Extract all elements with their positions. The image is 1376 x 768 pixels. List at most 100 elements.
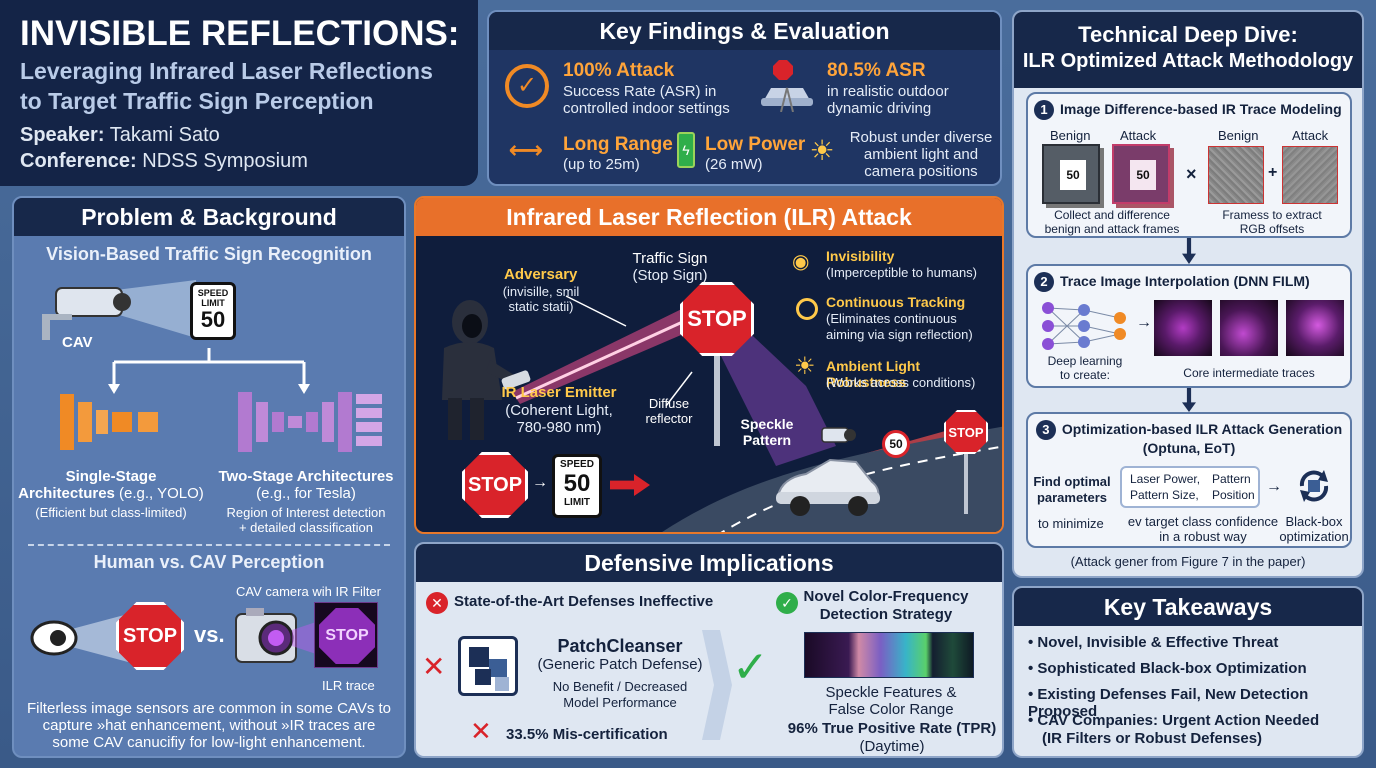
speed-sign-line-1: SPEED xyxy=(197,288,229,298)
finding-attack-text-2: controlled indoor settings xyxy=(563,100,730,117)
neural-network-icon xyxy=(1042,302,1126,350)
adversary-desc-2: static statii) xyxy=(508,299,574,314)
minimize-target-1: ev target class confidence xyxy=(1127,514,1279,529)
finding-robust-text-1: Robust under diverse xyxy=(849,129,993,146)
single-stage-network-icon xyxy=(60,394,158,450)
step-1-caption-1: Collect and difference xyxy=(1054,208,1170,222)
filterless-note-1: Filterless image sensors are common in s… xyxy=(26,700,391,717)
arrow-down-2 xyxy=(1182,388,1196,412)
green-check-mark: ✓ xyxy=(732,643,769,692)
step-3-title-text: Optimization-based ILR Attack Generation xyxy=(1061,421,1343,437)
traffic-sign-sub: (Stop Sign) xyxy=(632,267,708,284)
step-2-title-text: Trace Image Interpolation (DNN FILM) xyxy=(1060,273,1310,289)
two-stage-eg: (e.g., for Tesla) xyxy=(256,485,356,502)
tracking-gauge-icon xyxy=(796,298,818,320)
invisibility-title: Invisibility xyxy=(826,248,895,264)
patch-defense-icon xyxy=(458,636,518,696)
adversary-desc-1: (invisille, smil xyxy=(502,284,580,299)
title-panel: INVISIBLE REFLECTIONS: Leveraging Infrar… xyxy=(0,0,478,186)
bottom-stop-sign: STOP xyxy=(462,452,528,518)
problem-header: Problem & Background xyxy=(14,198,404,236)
patchcleanser-sub: (Generic Patch Defense) xyxy=(537,656,703,673)
battery-icon: ϟ xyxy=(677,132,695,168)
step-2-caption-2: to create: xyxy=(1059,368,1111,382)
takeaway-text: Novel, Invisible & Effective Threat xyxy=(1037,634,1279,651)
speckle-features-2: False Color Range xyxy=(828,701,954,718)
ilr-trace-label: ILR trace xyxy=(322,678,375,693)
dashed-divider xyxy=(28,544,390,546)
single-stage-arch: Architectures xyxy=(18,485,115,502)
traffic-sign-label: Traffic Sign xyxy=(632,250,708,267)
novel-detection-title-1: Novel Color-Frequency xyxy=(803,588,969,605)
step-3-box: 3 Optimization-based ILR Attack Generatio… xyxy=(1026,412,1352,548)
check-circle-icon: ✓ xyxy=(776,592,798,614)
tpr-value: 96% True Positive Rate (TPR) xyxy=(787,720,997,737)
check-circle-icon: ✓ xyxy=(505,64,549,108)
ambient-desc: (Works across conditions) xyxy=(826,375,976,390)
step-1-title-text: Image Difference-based IR Trace Modeling xyxy=(1060,101,1342,117)
speaker-name: Takami Sato xyxy=(109,124,220,146)
defense-panel: Defensive Implications ✕ State-of-the-Ar… xyxy=(414,542,1004,758)
step-2-caption-1: Deep learning xyxy=(1047,354,1123,368)
benign-label-2: Benign xyxy=(1218,128,1259,143)
takeaways-header: Key Takeaways xyxy=(1014,588,1362,626)
patchcleanser-desc-1: No Benefit / Decreased xyxy=(552,679,688,694)
attack-frame-sign: 50 xyxy=(1130,160,1156,190)
speckle-label-1: Speckle xyxy=(740,416,794,432)
finding-attack-text-1: Success Rate (ASR) in xyxy=(563,83,717,100)
conference-name: NDSS Symposium xyxy=(142,150,308,172)
ambient-title: Ambient Light Robustness xyxy=(826,358,921,390)
takeaway-item: • CAV Companies: Urgent Action Needed xyxy=(1028,712,1320,729)
finding-asr-text-1: in realistic outdoor xyxy=(827,83,949,100)
cav-camera-filter-label: CAV camera wih IR Filter xyxy=(236,584,381,599)
deep-dive-header: Technical Deep Dive: ILR Optimized Attac… xyxy=(1014,12,1362,88)
figure-caption: (Attack gener from Figure 7 in the paper… xyxy=(1070,554,1306,569)
step-1-box: 1 Image Difference-based IR Trace Modelin… xyxy=(1026,92,1352,238)
attack-frames: 50 xyxy=(1112,144,1170,204)
spectrum-image xyxy=(804,632,974,678)
takeaway-text: Sophisticated Black-box Optimization xyxy=(1037,660,1307,677)
vision-subheader: Vision-Based Traffic Sign Recognition xyxy=(46,244,372,264)
step-3-title-2: (Optuna, EoT) xyxy=(1142,440,1236,456)
diffuse-label-1: Diffuse xyxy=(648,396,690,411)
road-stop-sign: STOP xyxy=(944,410,988,454)
speckle-features-1: Speckle Features & xyxy=(825,684,957,701)
ilr-attack-panel: Infrared Laser Reflection (ILR) Attack A… xyxy=(414,196,1004,534)
sign-pole xyxy=(714,356,720,446)
finding-power-title: Low Power xyxy=(705,134,806,155)
adversary-label: Adversary xyxy=(504,266,578,283)
human-stop-sign: STOP xyxy=(116,602,184,670)
step-3-number: 3 xyxy=(1035,420,1056,440)
arrow-down-1 xyxy=(1182,238,1196,264)
conference-line: Conference: NDSS Symposium xyxy=(20,150,308,173)
tpr-sub: (Daytime) xyxy=(859,738,925,755)
nn-arrow: → xyxy=(1136,314,1152,331)
defenses-ineffective-title: State-of-the-Art Defenses Ineffective xyxy=(454,593,714,610)
attack-label-2: Attack xyxy=(1292,128,1329,143)
finding-range-title: Long Range xyxy=(563,134,673,155)
ilr-attack-header: Infrared Laser Reflection (ILR) Attack xyxy=(416,198,1002,236)
speaker-label: Speaker: xyxy=(20,124,105,146)
novel-detection-title-2: Detection Strategy xyxy=(819,606,953,623)
emitter-desc-2: 780-980 nm) xyxy=(516,419,602,436)
takeaways-panel: Key Takeaways • Novel, Invisible & Effec… xyxy=(1012,586,1364,758)
takeaway-item: • Existing Defenses Fail, New Detection … xyxy=(1028,686,1309,720)
misclassified-speed-sign: SPEED 50 LIMIT xyxy=(552,454,602,518)
subtitle-line-1: Leveraging Infrared Laser Reflections xyxy=(20,58,433,84)
two-stage-desc-2: + detailed classification xyxy=(238,520,374,535)
ir-camera-icon xyxy=(235,608,322,663)
deep-dive-title-2: ILR Optimized Attack Methodology xyxy=(1022,50,1354,72)
ilr-trace-stop-image: STOP xyxy=(314,602,378,668)
deep-dive-panel: Technical Deep Dive: ILR Optimized Attac… xyxy=(1012,10,1364,578)
times-symbol: × xyxy=(1186,164,1197,184)
takeaway-item-continued: (IR Filters or Robust Defenses) xyxy=(1042,730,1263,747)
black-box-refresh-icon xyxy=(1299,470,1329,502)
attack-label-1: Attack xyxy=(1120,128,1157,143)
tracking-desc-2: aiming via sign reflection) xyxy=(826,327,973,342)
step-1-number: 1 xyxy=(1034,100,1054,120)
benign-frame-sign: 50 xyxy=(1060,160,1086,190)
conference-label: Conference: xyxy=(20,150,137,172)
tracking-title: Continuous Tracking xyxy=(826,294,966,310)
two-stage-network-icon xyxy=(238,392,382,452)
